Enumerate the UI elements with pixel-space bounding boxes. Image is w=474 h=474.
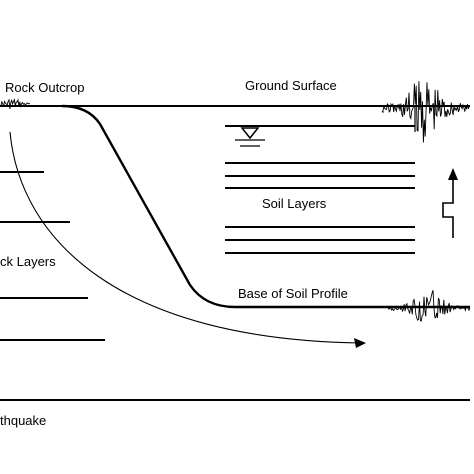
soil-layers-label: Soil Layers xyxy=(262,196,327,211)
earthquake-label: thquake xyxy=(0,413,46,428)
water-table-icon xyxy=(225,125,415,147)
rock-layers-label: ck Layers xyxy=(0,254,56,269)
wave-path-arrow xyxy=(9,131,366,348)
amplification-arrow-icon xyxy=(442,168,458,238)
soil-layer-lines xyxy=(225,162,415,254)
rock-outcrop-seismogram xyxy=(0,98,30,109)
rock-outcrop-label: Rock Outcrop xyxy=(5,80,84,95)
base-seismogram xyxy=(387,290,471,322)
ground-surface-label: Ground Surface xyxy=(245,78,337,93)
base-of-soil-profile-label: Base of Soil Profile xyxy=(238,286,348,301)
ground-surface-seismogram xyxy=(381,81,470,143)
soil-rock-boundary-curve xyxy=(61,104,470,309)
rock-layer-lines xyxy=(0,171,105,341)
